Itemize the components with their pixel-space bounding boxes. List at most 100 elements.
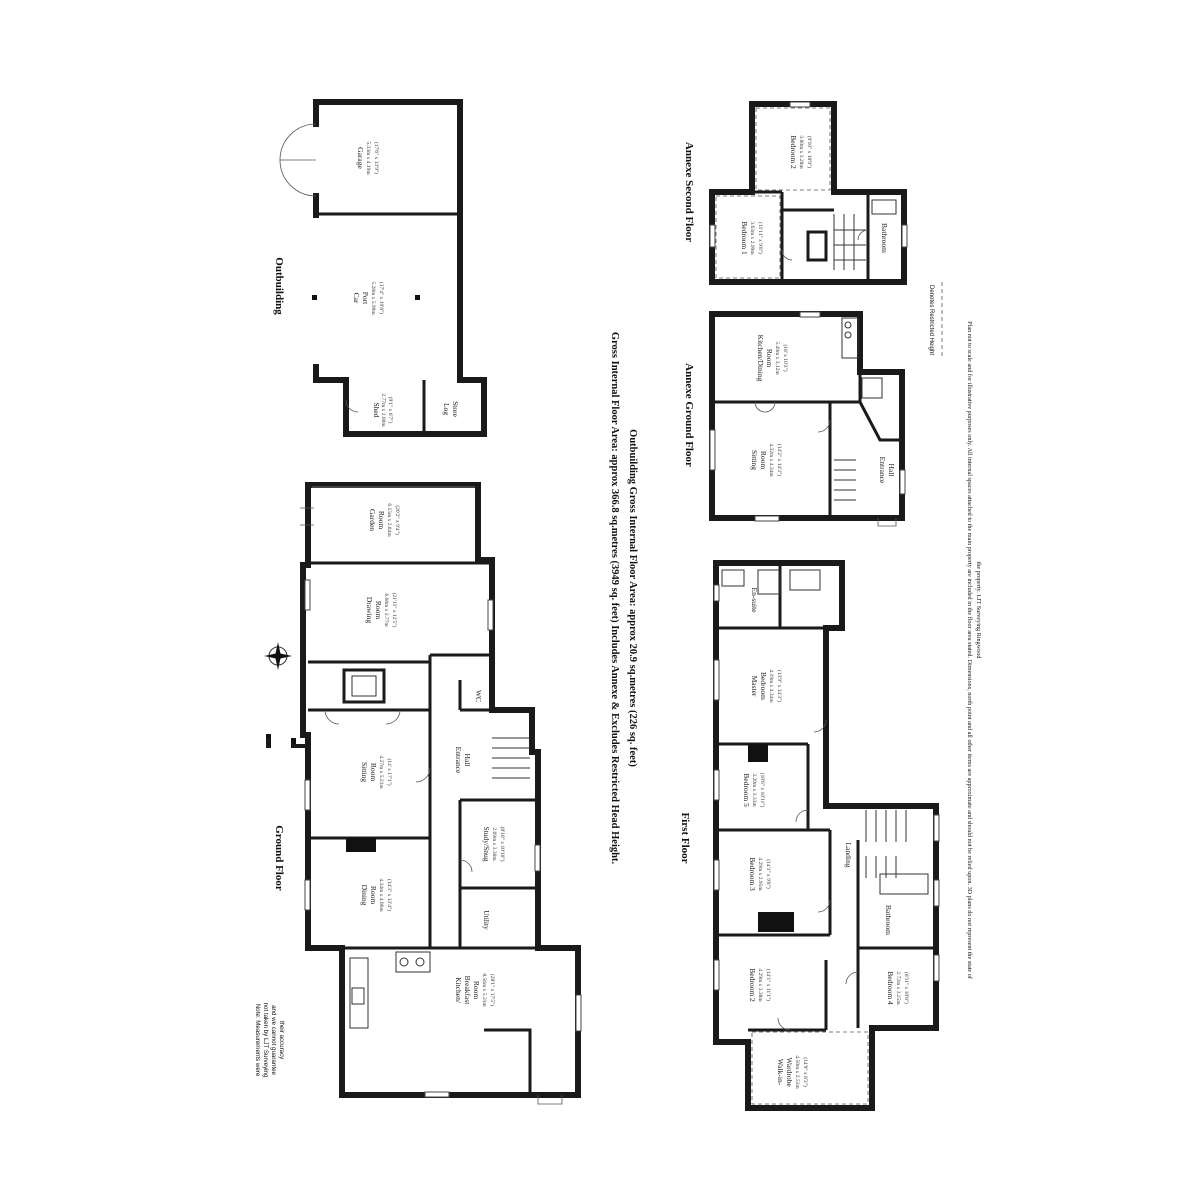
kitchen-dims: 8.56m x 5.31m — [481, 973, 487, 1007]
annexe-kitchen-dims: 5.49m x 3.12m — [774, 341, 780, 375]
bedroom3-dims-imperial: (14'1" x 9'8") — [765, 859, 772, 889]
study-dims: 2.69m x 3.30m — [491, 827, 497, 861]
disclaimer-line-2: the property. LJT Surveying Ringwood — [975, 562, 982, 660]
master-bedroom-dims: 4.19m x 4.34m — [768, 669, 774, 703]
svg-text:Denotes Restricted Height: Denotes Restricted Height — [928, 285, 934, 355]
annexe-bedroom1-dims-imperial: (11'11" x 9'8") — [757, 222, 764, 254]
bedroom5-label: Bedroom 5 — [742, 773, 751, 807]
sitting-room-label-2: Room — [369, 763, 378, 782]
ground-floor-label: Ground Floor — [273, 825, 285, 891]
annexe-kitchen-label-2: Room — [765, 349, 774, 368]
bedroom4-label: Bedroom 4 — [886, 971, 895, 1005]
bedroom2-ff-label: Bedroom 2 — [748, 968, 757, 1002]
drawing-room-label-2: Room — [374, 601, 383, 620]
walkin-wardrobe-label-1: Walk-in- — [776, 1059, 785, 1086]
svg-text:their accuracy: their accuracy — [278, 1021, 285, 1060]
walkin-wardrobe-dims: 4.50m x 2.51m — [794, 1055, 800, 1089]
annexe-second-floor-plan: Bedroom 2 3.00m x 3.28m (9'10" x 10'9") … — [683, 101, 908, 285]
bathroom-ff-label: Bathroom — [884, 905, 893, 935]
logstore-label-2: Store — [451, 401, 460, 418]
master-bedroom-label-2: Bedroom — [759, 672, 768, 700]
garden-room-label-1: Garden — [368, 509, 377, 531]
outbuilding-floor-label: Outbuilding — [273, 257, 285, 315]
bedroom4-dims: 2.72m x 3.25m — [895, 971, 901, 1005]
garden-room-label-2: Room — [377, 511, 386, 530]
annexe-kitchen-label-1: Kitchen/Dining — [756, 335, 765, 382]
dining-room-dims-imperial: (14'3" x 13'4") — [386, 879, 393, 911]
bedroom5-dims-imperial: (10'6" x 10'11") — [759, 773, 766, 808]
annexe-entrance-label-1: Entrance — [878, 457, 887, 484]
first-floor-plan: En-suite Master Bedroom 4.19m x 4.34m (1… — [679, 560, 940, 1111]
disclaimer-line-1: Plan not to scale and for illustrative p… — [966, 321, 973, 980]
utility-label: Utility — [482, 910, 491, 930]
bedroom2-ff-dims-imperial: (14'1" x 11'1") — [765, 969, 772, 1001]
bedroom2-ff-dims: 4.29m x 3.38m — [757, 968, 763, 1002]
annexe-bedroom1-label: Bedroom 1 — [740, 221, 749, 255]
outbuilding-plan: Garage 5.33m x 4.19m (17'6" x 13'9") Car… — [273, 99, 487, 437]
dining-room-label-1: Dining — [360, 885, 369, 906]
svg-text:and we cannot guarantee: and we cannot guarantee — [270, 1005, 277, 1075]
bedroom5-dims: 3.20m x 3.33m — [751, 773, 757, 807]
north-point-compass-icon — [264, 642, 292, 670]
study-dims-imperial: (8'10" x 10'10") — [499, 827, 506, 862]
bedroom3-dims: 4.29m x 2.95m — [757, 857, 763, 891]
ground-floor-plan: Garden Room 6.15m x 2.84m (20'2" x 9'4")… — [264, 482, 582, 1105]
garden-room-dims-imperial: (20'2" x 9'4") — [394, 505, 401, 535]
annexe-bedroom1-dims: 3.63m x 2.99m — [749, 221, 755, 255]
garage-dims-imperial: (17'6" x 13'9") — [373, 142, 380, 174]
kitchen-dims-imperial: (28'1" x 17'5") — [489, 974, 496, 1006]
kitchen-label-1: Kitchen/ — [454, 977, 463, 1004]
gross-floor-area: Gross Internal Floor Area: approx 366.8 … — [609, 332, 620, 865]
annexe-bedroom2-label: Bedroom 2 — [789, 135, 798, 169]
bedroom3-label: Bedroom 3 — [748, 857, 757, 891]
drawing-room-label-1: Drawing — [365, 597, 374, 623]
sitting-room-dims: 4.27m x 5.21m — [378, 755, 384, 789]
carport-label-1: Car — [352, 293, 361, 304]
garden-room-dims: 6.15m x 2.84m — [386, 503, 392, 537]
first-floor-label: First Floor — [679, 812, 691, 863]
outbuilding-floor-area: Outbuilding Gross Internal Floor Area: a… — [627, 429, 638, 767]
study-label: Study/Snug — [482, 826, 491, 861]
svg-text:not taken by LJT Surveying: not taken by LJT Surveying — [262, 1003, 269, 1078]
restricted-height-legend: Denotes Restricted Height — [928, 282, 943, 358]
walkin-wardrobe-label-2: Wardrobe — [785, 1057, 794, 1087]
annexe-ground-floor-label: Annexe Ground Floor — [683, 363, 695, 467]
annexe-ground-floor-plan: Kitchen/Dining Room 5.49m x 3.12m (18' x… — [683, 311, 906, 527]
dining-room-dims: 4.34m x 4.06m — [378, 878, 384, 912]
kitchen-label-3: Room — [472, 981, 481, 1000]
landing-label: Landing — [844, 843, 853, 868]
master-bedroom-label-1: Master — [750, 676, 759, 697]
sitting-room-label-1: Sitting — [360, 762, 369, 782]
measurement-note: Note: Measurements were not taken by LJT… — [254, 1003, 285, 1078]
annexe-second-floor-label: Annexe Second Floor — [683, 142, 695, 242]
dining-room-label-2: Room — [369, 886, 378, 905]
svg-text:Note: Measurements were: Note: Measurements were — [254, 1004, 261, 1077]
annexe-sitting-dims: 4.32m x 4.34m — [768, 443, 774, 477]
shed-dims-imperial: (9'1" x 6'7") — [387, 397, 394, 424]
bedroom4-dims-imperial: (8'11" x 10'8") — [903, 972, 910, 1004]
annexe-kitchen-dims-imperial: (18' x 10'3") — [782, 344, 789, 371]
sitting-room-dims-imperial: (14' x 17'1") — [386, 758, 393, 785]
wc-label: WC — [474, 690, 483, 702]
garage-label: Garage — [356, 147, 365, 169]
master-bedroom-dims-imperial: (13'9" x 14'3") — [776, 670, 783, 702]
walkin-wardrobe-dims-imperial: (14'9" x 8'3") — [802, 1057, 809, 1087]
carport-dims-imperial: (17'4" x 19'8") — [378, 282, 385, 314]
ensuite-label: En-suite — [750, 588, 759, 614]
annexe-sitting-dims-imperial: (14'2" x 14'3") — [776, 444, 783, 476]
logstore-label-1: Log — [442, 403, 451, 415]
annexe-sitting-label-2: Room — [759, 451, 768, 470]
carport-label-2: Port — [361, 292, 370, 305]
drawing-room-dims: 6.68m x 3.77m — [383, 593, 389, 627]
entrance-hall-label-2: Hall — [463, 754, 472, 767]
annexe-bathroom-label: Bathroom — [880, 223, 889, 253]
shed-dims: 2.77m x 2.00m — [380, 393, 386, 427]
annexe-bedroom2-dims: 3.00m x 3.28m — [798, 135, 804, 169]
shed-label: Shed — [372, 403, 381, 418]
annexe-bedroom2-dims-imperial: (9'10" x 10'9") — [806, 136, 813, 168]
annexe-sitting-label-1: Sitting — [750, 450, 759, 470]
drawing-room-dims-imperial: (21'11" x 12'5") — [391, 593, 398, 628]
kitchen-label-2: Breakfast — [463, 976, 472, 1006]
entrance-hall-label-1: Entrance — [454, 747, 463, 774]
